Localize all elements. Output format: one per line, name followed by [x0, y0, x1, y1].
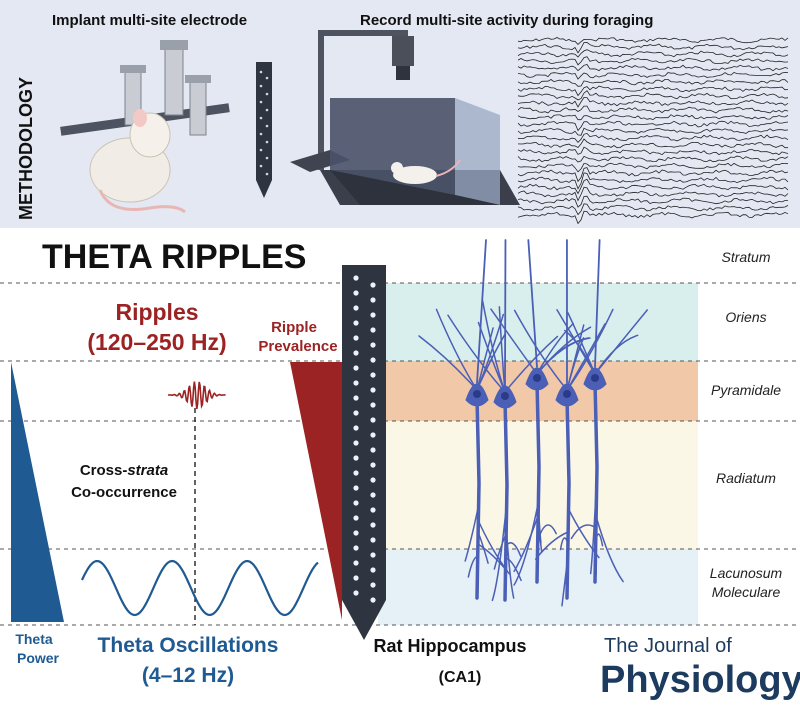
probe-contact — [370, 282, 375, 287]
probe-contact — [353, 455, 358, 460]
probe-contact — [353, 350, 358, 355]
probe-contact — [370, 597, 375, 602]
probe-contact — [370, 582, 375, 587]
apical-dendrite — [477, 398, 479, 598]
theta-power-label-2: Power — [17, 650, 60, 666]
probe-contact — [370, 447, 375, 452]
nucleus — [591, 374, 599, 382]
probe-contact — [353, 530, 358, 535]
theta-power-wedge — [11, 362, 64, 622]
probe-contact — [370, 312, 375, 317]
ripples-label: Ripples — [115, 299, 198, 325]
theta-oscillations-band: (4–12 Hz) — [142, 664, 234, 687]
hippocampus-label: Rat Hippocampus — [373, 636, 526, 656]
probe-contact — [370, 417, 375, 422]
probe-contact — [353, 425, 358, 430]
probe-contact — [353, 380, 358, 385]
probe-contact — [353, 395, 358, 400]
probe-contact — [353, 470, 358, 475]
layer-lacunosum: Lacunosum — [710, 565, 783, 581]
layer-moleculare: Moleculare — [712, 584, 781, 600]
co-occurrence-label: Co-occurrence — [71, 484, 177, 501]
ripple-prevalence-wedge — [290, 362, 342, 620]
methodology-label: METHODOLOGY — [16, 77, 36, 220]
probe-contact — [353, 290, 358, 295]
probe-contact — [370, 327, 375, 332]
layer-pyramidale: Pyramidale — [711, 382, 781, 398]
probe-contact — [370, 357, 375, 362]
probe-contact — [353, 560, 358, 565]
probe-contact — [353, 320, 358, 325]
large-electrode-probe — [342, 265, 386, 640]
probe-contact — [353, 575, 358, 580]
nucleus — [501, 392, 509, 400]
probe-contact — [370, 537, 375, 542]
probe-contact — [370, 477, 375, 482]
ca1-label: (CA1) — [439, 669, 482, 686]
probe-contact — [353, 305, 358, 310]
journal-line1: The Journal of — [604, 635, 732, 657]
main-title: THETA RIPPLES — [42, 238, 306, 276]
step-record-label: Record multi-site activity during foragi… — [360, 12, 653, 29]
probe-contact — [353, 275, 358, 280]
probe-contact — [353, 440, 358, 445]
apical-dendrite — [537, 382, 539, 582]
probe-contact — [370, 462, 375, 467]
probe-contact — [370, 522, 375, 527]
probe-contact — [370, 567, 375, 572]
nucleus — [563, 390, 571, 398]
small-electrode-icon — [256, 62, 272, 198]
probe-contact — [353, 500, 358, 505]
probe-contact — [370, 387, 375, 392]
theta-oscillations-label: Theta Oscillations — [98, 634, 279, 657]
probe-contact — [370, 507, 375, 512]
nucleus — [473, 390, 481, 398]
probe-contact — [370, 432, 375, 437]
probe-contact — [370, 372, 375, 377]
apical-dendrite — [505, 400, 507, 600]
probe-contact — [370, 552, 375, 557]
probe-contact — [370, 492, 375, 497]
probe-contact — [353, 545, 358, 550]
probe-contact — [370, 297, 375, 302]
probe-contact — [353, 410, 358, 415]
probe-contact — [353, 335, 358, 340]
probe-contact — [353, 365, 358, 370]
probe-contact — [353, 485, 358, 490]
ripple-waveform — [168, 382, 226, 409]
layer-stratum: Stratum — [721, 249, 770, 265]
ripple-prevalence-label-2: Prevalence — [258, 338, 337, 355]
nucleus — [533, 374, 541, 382]
probe-contact — [353, 515, 358, 520]
step-implant-label: Implant multi-site electrode — [52, 12, 247, 29]
layer-radiatum: Radiatum — [716, 470, 776, 486]
probe-contact — [370, 402, 375, 407]
ripple-prevalence-label-1: Ripple — [271, 319, 317, 336]
cross-strata-label: Cross-strata — [80, 462, 168, 479]
theta-power-label-1: Theta — [15, 631, 53, 647]
ripples-band: (120–250 Hz) — [87, 329, 226, 355]
theta-oscillation-wave — [82, 561, 318, 615]
layer-oriens: Oriens — [725, 309, 766, 325]
probe-contact — [353, 590, 358, 595]
probe-contact — [370, 342, 375, 347]
journal-line2: Physiology — [600, 659, 800, 701]
